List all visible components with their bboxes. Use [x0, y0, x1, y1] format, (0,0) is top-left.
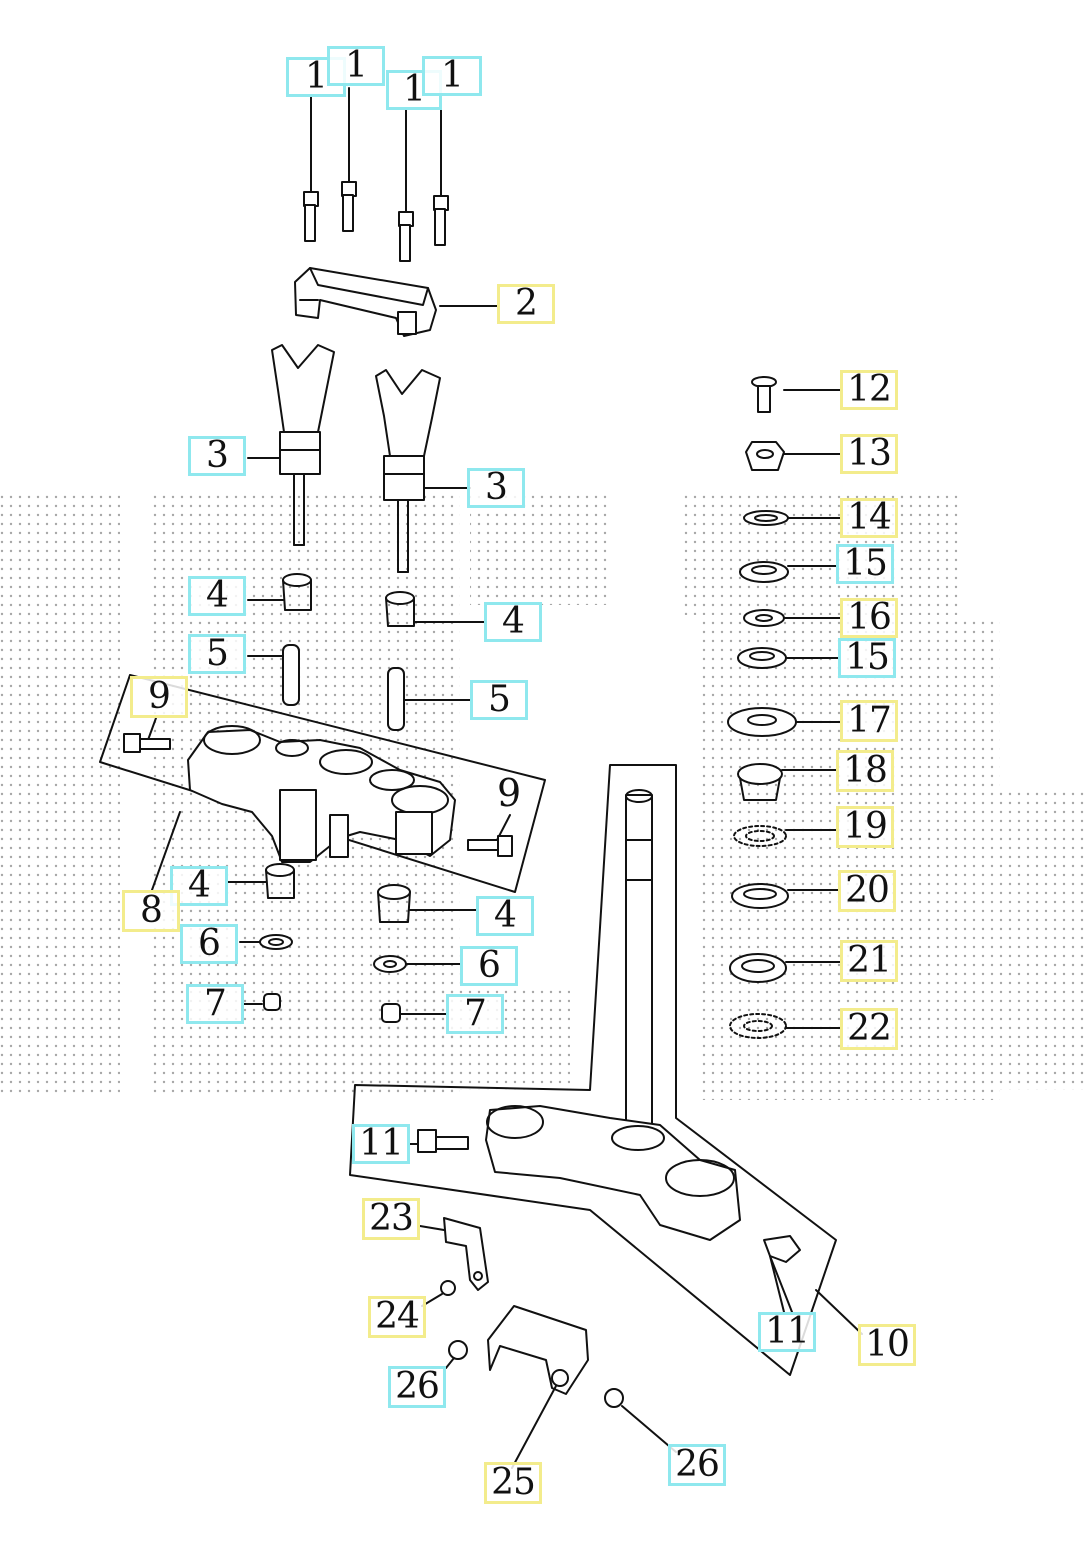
washer-6-icon: [239, 934, 463, 973]
bearing-stack-icon: [727, 376, 841, 1039]
callout-part-26a: 26: [388, 1366, 446, 1408]
callout-part-3a: 3: [188, 436, 246, 476]
callout-part-2: 2: [497, 284, 555, 324]
callout-part-15b: 15: [838, 638, 896, 678]
callout-part-4d: 4: [476, 896, 534, 936]
handlebar-clamp-icon: [294, 267, 498, 337]
callout-part-4a: 4: [188, 576, 246, 616]
callout-part-1b: 1: [327, 46, 385, 86]
handlebar-riser-right-icon: [375, 369, 471, 573]
callout-part-3b: 3: [467, 468, 525, 508]
bushing-4-upper-icon: [247, 573, 485, 627]
callout-part-4b: 4: [484, 602, 542, 642]
bracket-23-icon: [419, 1217, 489, 1307]
label-9-plain: 9: [497, 771, 521, 815]
callout-part-6b: 6: [460, 946, 518, 986]
pin-5-icon: [247, 644, 471, 731]
top-triple-clamp-icon: [99, 674, 546, 893]
callout-part-17: 17: [840, 700, 898, 742]
screw-1-icon: [303, 87, 449, 262]
callout-part-22: 22: [840, 1008, 898, 1050]
callout-part-19: 19: [836, 806, 894, 848]
callout-part-6a: 6: [180, 924, 238, 964]
mount-bracket-25-icon: [487, 1305, 589, 1469]
callout-part-14: 14: [840, 498, 898, 538]
callout-part-11b: 11: [758, 1312, 816, 1352]
callout-part-9a: 9: [130, 676, 188, 718]
nut-26-icon: [445, 1340, 677, 1453]
callout-part-25: 25: [484, 1462, 542, 1504]
callout-part-18: 18: [836, 750, 894, 792]
callout-part-7a: 7: [186, 984, 244, 1024]
callout-part-26b: 26: [668, 1444, 726, 1486]
callout-part-23: 23: [362, 1198, 420, 1240]
handlebar-riser-left-icon: [247, 344, 335, 546]
callout-part-4c: 4: [170, 866, 228, 906]
bolt-11-icon: [409, 1129, 801, 1313]
callout-part-1d: 1: [422, 56, 482, 96]
callout-part-7b: 7: [446, 994, 504, 1034]
callout-part-21: 21: [840, 940, 898, 982]
callout-part-16: 16: [840, 598, 898, 638]
callout-part-12: 12: [840, 370, 898, 410]
bushing-4-lower-icon: [227, 863, 477, 923]
callout-part-10: 10: [858, 1324, 916, 1366]
callout-part-20: 20: [838, 870, 896, 912]
clamp-bolt-9-icon: [123, 717, 513, 857]
callout-part-5a: 5: [188, 634, 246, 674]
lower-triple-clamp-icon: [349, 764, 863, 1376]
dotted-watermark: [0, 495, 1085, 1100]
callout-part-11a: 11: [352, 1124, 410, 1164]
callout-part-8: 8: [122, 890, 180, 932]
nut-7-icon: [243, 993, 447, 1023]
callout-part-13: 13: [840, 434, 898, 474]
callout-part-24: 24: [368, 1296, 426, 1338]
callout-part-15a: 15: [836, 544, 894, 584]
callout-part-5b: 5: [470, 680, 528, 720]
